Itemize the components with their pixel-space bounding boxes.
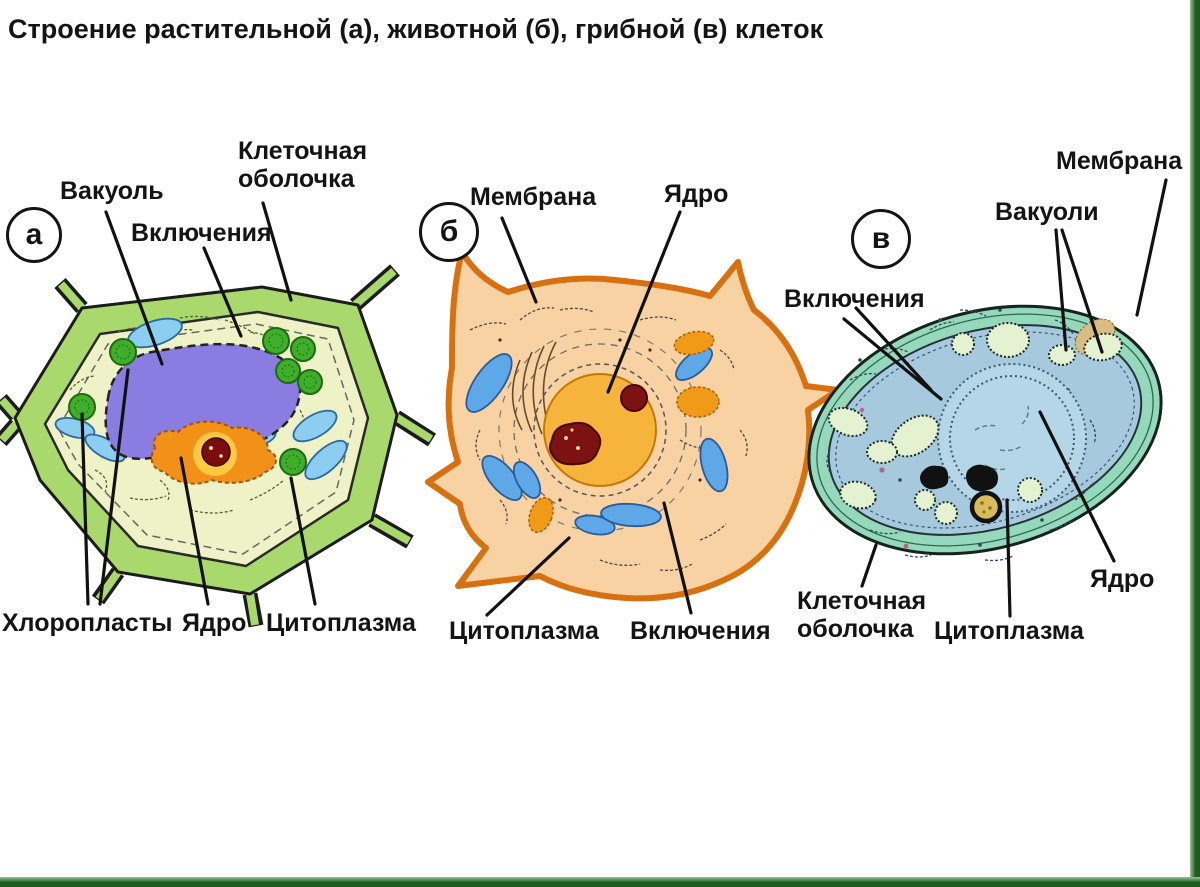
label-fungal-membrane: Мембрана xyxy=(1056,147,1183,175)
plant-cell-drawing xyxy=(0,264,437,628)
plant-nucleolus-shape xyxy=(201,437,231,467)
animal-nuclear-envelope xyxy=(533,363,667,497)
animal-mitochondria xyxy=(465,347,729,536)
plant-chloroplasts xyxy=(68,327,323,476)
pointer-lines-plant xyxy=(80,201,317,606)
label-plant-chloroplasts: Хлоропласты xyxy=(2,609,173,637)
animal-inclusion-shapes xyxy=(528,330,720,534)
marker-fungal: в xyxy=(851,209,911,269)
label-fungal-cell-wall: Клеточная оболочка xyxy=(797,587,927,643)
page-title: Строение растительной (а), животной (б),… xyxy=(8,14,824,44)
label-plant-nucleus: Ядро xyxy=(182,609,247,637)
label-plant-cell-wall: Клеточная оболочка xyxy=(238,137,368,193)
label-fungal-vacuoles: Вакуоли xyxy=(995,198,1099,226)
animal-membrane-stroke xyxy=(425,249,841,602)
fungal-pink-specks xyxy=(859,407,909,549)
label-plant-inclusions: Включения xyxy=(131,219,272,247)
fungal-nuclear-envelope xyxy=(937,363,1087,513)
label-plant-vacuole: Вакуоль xyxy=(60,177,164,205)
label-animal-nucleus: Ядро xyxy=(664,180,729,208)
marker-animal: б xyxy=(419,202,479,262)
label-animal-cytoplasm: Цитоплазма xyxy=(449,617,599,645)
label-plant-cytoplasm: Цитоплазма xyxy=(266,609,416,637)
label-animal-membrane: Мембрана xyxy=(470,183,597,211)
frame-border-bottom xyxy=(0,877,1200,887)
plant-membrane-dashed xyxy=(57,323,355,555)
plant-wall-prongs xyxy=(0,264,437,628)
pointer-lines-fungal xyxy=(842,178,1168,618)
fungal-wall-inner-line xyxy=(816,313,1154,547)
animal-nucleolus-shapes xyxy=(549,384,648,466)
pointer-lines xyxy=(80,178,1168,618)
fungal-nucleus-texture xyxy=(974,405,1030,471)
label-fungal-cytoplasm: Цитоплазма xyxy=(934,617,1084,645)
marker-plant: а xyxy=(6,207,62,263)
pointer-lines-animal xyxy=(485,210,693,617)
fungal-granule-dots xyxy=(980,501,992,514)
label-fungal-inclusions: Включения xyxy=(784,285,925,313)
frame-border-right xyxy=(1190,0,1200,887)
fungal-membrane-dashed xyxy=(835,331,1135,529)
fungal-texture xyxy=(826,309,1096,562)
fungal-granule-shape xyxy=(969,490,1003,524)
fungal-cell-drawing xyxy=(807,304,1163,562)
label-fungal-nucleus: Ядро xyxy=(1090,565,1155,593)
animal-cell-drawing xyxy=(425,249,841,602)
fungal-dots xyxy=(858,308,1070,547)
label-animal-inclusions: Включения xyxy=(630,617,771,645)
fungal-inclusion-shapes xyxy=(920,464,998,492)
fungal-vacuoles xyxy=(827,322,1123,525)
